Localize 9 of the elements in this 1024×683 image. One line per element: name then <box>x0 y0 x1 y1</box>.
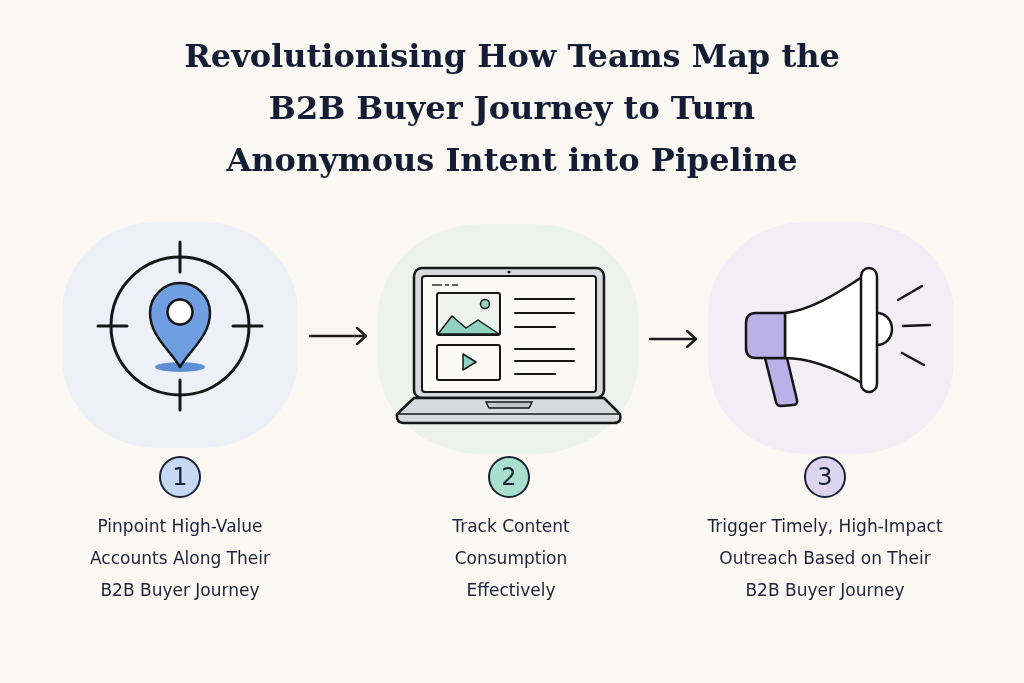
step-description: Pinpoint High-Value Accounts Along Their B2B Buyer Journey <box>89 515 271 602</box>
step-description: Trigger Timely, High-Impact Outreach Based on Their B2B Buyer Journey <box>706 515 944 602</box>
arrow <box>308 326 368 346</box>
step-number: 1 <box>159 456 201 498</box>
step-number: 3 <box>804 456 846 498</box>
arrow <box>648 329 698 349</box>
step-number: 2 <box>488 456 530 498</box>
step-description: Track Content Consumption Effectively <box>451 515 571 602</box>
diagram-title: Revolutionising How Teams Map the B2B Buyer Journey to Turn Anonymous Intent into Pipeline <box>183 36 841 181</box>
